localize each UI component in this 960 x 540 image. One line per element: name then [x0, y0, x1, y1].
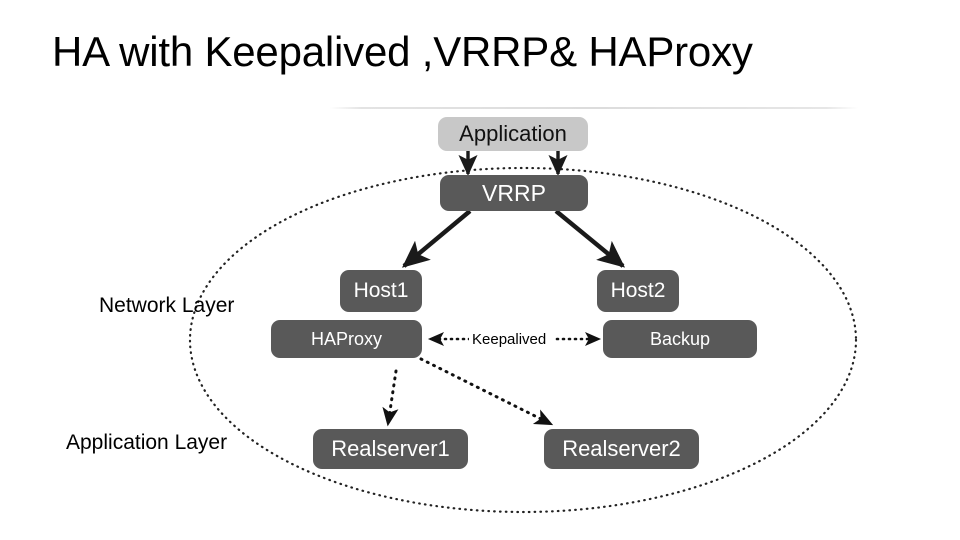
edge-vrrp-host2	[554, 209, 626, 268]
boundary-ellipse	[188, 166, 858, 514]
edge-haproxy-realserver2	[419, 357, 554, 426]
node-vrrp-label: VRRP	[482, 179, 546, 206]
node-haproxy[interactable]: HAProxy	[271, 320, 422, 358]
node-application[interactable]: Application	[438, 117, 588, 151]
node-application-label: Application	[459, 121, 567, 146]
node-host1-label: Host1	[353, 279, 409, 302]
node-realserver1-label: Realserver1	[331, 436, 450, 461]
label-keepalived: Keepalived	[469, 331, 550, 348]
node-haproxy-label: HAProxy	[310, 328, 382, 349]
page-title: HA with Keepalived ,VRRP& HAProxy	[52, 28, 753, 75]
node-realserver2-label: Realserver2	[562, 436, 681, 461]
node-vrrp[interactable]: VRRP	[440, 175, 588, 211]
node-backup[interactable]: Backup	[603, 320, 757, 358]
edge-haproxy-realserver1	[382, 369, 399, 427]
node-realserver2[interactable]: Realserver2	[544, 429, 699, 469]
label-application-layer: Application Layer	[66, 431, 228, 454]
label-network-layer: Network Layer	[99, 294, 235, 317]
node-host2-label: Host2	[610, 279, 666, 302]
node-backup-label: Backup	[649, 328, 711, 349]
node-realserver1[interactable]: Realserver1	[313, 429, 468, 469]
title-divider-line	[330, 107, 858, 109]
node-host1[interactable]: Host1	[340, 270, 422, 312]
node-host2[interactable]: Host2	[597, 270, 679, 312]
edge-vrrp-host1	[401, 209, 472, 268]
